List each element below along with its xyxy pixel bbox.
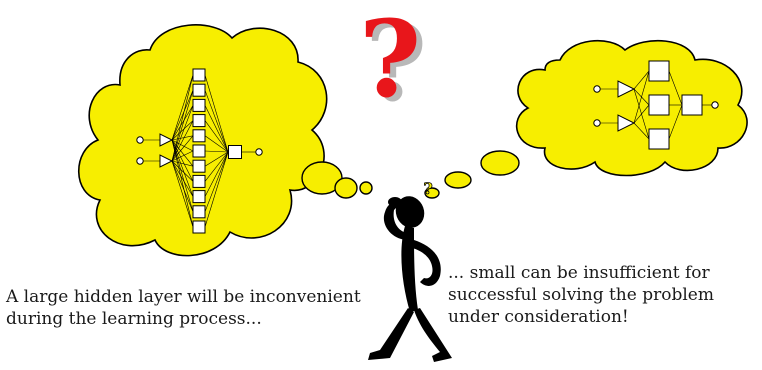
connection-line: [171, 105, 194, 141]
connection-line: [204, 151, 229, 182]
left-caption-line-1: A large hidden layer will be inconvenien…: [6, 287, 361, 307]
right-caption: ... small can be insufficient for succes…: [448, 262, 758, 328]
connection-line: [204, 135, 229, 153]
connection-line: [204, 151, 229, 167]
small-network-icon: [593, 60, 719, 150]
hidden-neuron: [192, 98, 206, 112]
connection-line: [171, 105, 194, 162]
hidden-neuron: [192, 190, 206, 204]
connection-line: [171, 74, 194, 141]
hidden-neuron: [192, 144, 206, 158]
hidden-neuron: [648, 60, 670, 82]
input-neuron: [617, 80, 636, 98]
connection-line: [204, 151, 229, 197]
hidden-neuron: [192, 114, 206, 128]
small-question-icon: ?: [423, 179, 433, 199]
connection-line: [171, 150, 194, 162]
connection-line: [633, 122, 650, 140]
connection-line: [633, 104, 650, 124]
connection-line: [204, 90, 229, 153]
connection-line: [171, 90, 194, 141]
input-neuron: [159, 154, 174, 168]
left-thought-trail: [301, 161, 373, 199]
left-caption: A large hidden layer will be inconvenien…: [6, 286, 386, 330]
connection-line: [204, 120, 229, 153]
thinking-person-icon: [368, 196, 452, 362]
hidden-neuron: [192, 68, 206, 82]
question-mark-glyph: ?: [359, 0, 421, 121]
hidden-neuron: [192, 205, 206, 219]
input-node: [136, 136, 144, 144]
left-caption-line-2: during the learning process...: [6, 309, 262, 329]
connection-line: [171, 120, 194, 141]
right-caption-line-2: successful solving the problem: [448, 285, 714, 305]
right-thought-trail: [424, 150, 520, 199]
input-node: [593, 85, 601, 93]
connection-line: [171, 160, 194, 182]
hidden-neuron: [192, 174, 206, 188]
input-neuron: [159, 133, 174, 147]
connection-line: [204, 151, 229, 212]
output-neuron: [228, 145, 242, 159]
connection-line: [171, 160, 194, 197]
right-caption-line-3: under consideration!: [448, 307, 629, 327]
hidden-neuron: [648, 128, 670, 150]
large-network-icon: [136, 68, 263, 234]
output-neuron: [681, 94, 703, 116]
connection-line: [204, 150, 229, 153]
output-node: [255, 148, 263, 156]
connection-line: [171, 160, 194, 212]
hidden-neuron: [192, 220, 206, 234]
connection-line: [171, 160, 194, 167]
connection-line: [668, 70, 683, 106]
connection-line: [171, 139, 194, 167]
hidden-neuron: [192, 83, 206, 97]
input-neuron: [617, 114, 636, 132]
connection-line: [204, 105, 229, 153]
svg-text:?: ?: [423, 179, 432, 198]
connection-line: [204, 151, 229, 228]
right-caption-line-1: ... small can be insufficient for: [448, 263, 710, 283]
svg-text:?: ?: [365, 0, 427, 125]
connection-line: [633, 70, 650, 90]
connection-line: [171, 160, 194, 228]
question-mark-icon: ? ?: [359, 0, 427, 125]
output-node: [711, 101, 719, 109]
connection-line: [171, 135, 194, 162]
connection-line: [171, 135, 194, 141]
hidden-neuron: [648, 94, 670, 116]
connection-line: [633, 70, 650, 124]
connection-line: [171, 74, 194, 162]
connection-line: [204, 74, 229, 153]
connection-line: [668, 104, 683, 140]
connection-line: [171, 90, 194, 162]
connection-line: [171, 139, 194, 152]
hidden-neuron: [192, 129, 206, 143]
connection-line: [171, 120, 194, 162]
input-node: [593, 119, 601, 127]
right-thought-cloud: [515, 39, 748, 177]
hidden-neuron: [192, 159, 206, 173]
input-node: [136, 157, 144, 165]
